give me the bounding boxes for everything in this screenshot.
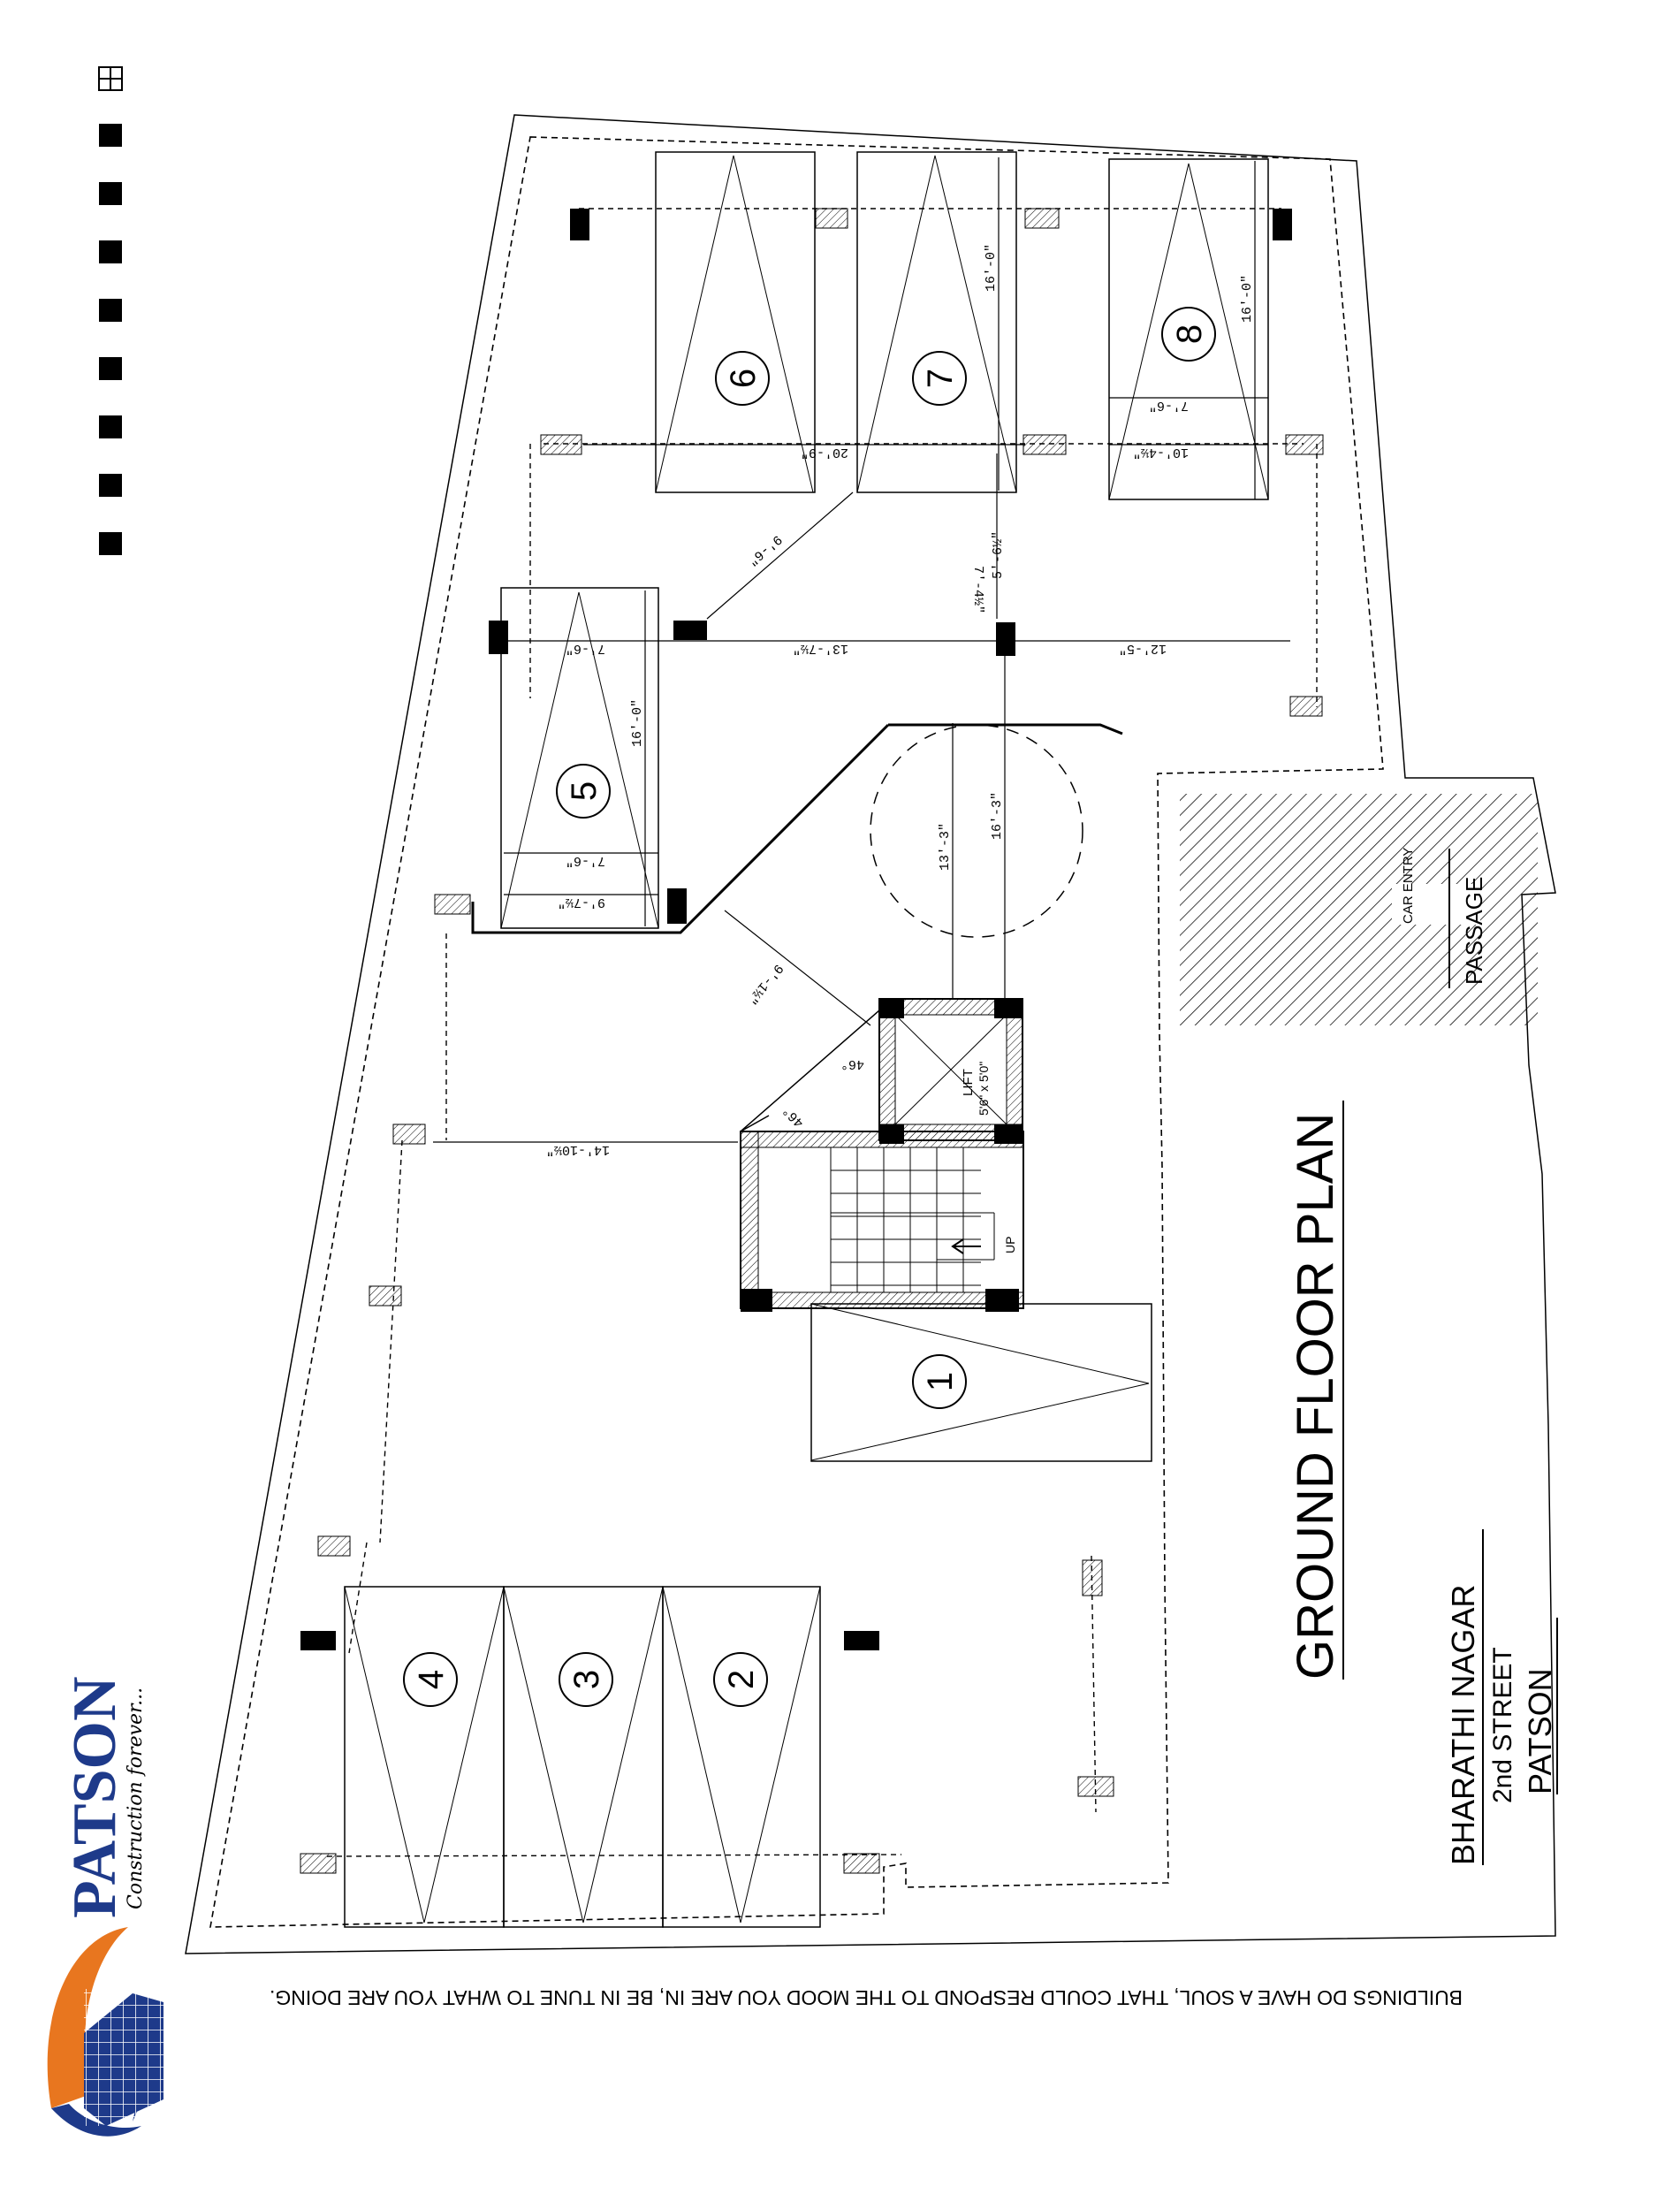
lift-size-label: 5'6" x 5'0" [977,1062,991,1116]
dim-14-10: 14'-10½" [546,1142,610,1157]
parking-slot-7: 7 [856,151,1017,493]
slot-number-8: 8 [1170,324,1209,344]
slot-number-2: 2 [722,1670,761,1689]
dim-9-6: 9'-6" [744,531,784,568]
lift-label: LIFT [961,1069,976,1096]
patson-building-logo-icon [47,1927,163,2137]
driveway-outline [471,723,1123,934]
turning-circle [870,724,1083,938]
dim-20-9: 20'-9" [801,445,848,460]
tagline: BUILDINGS DO HAVE A SOUL, THAT COULD RES… [270,1986,1463,2009]
location-line-2: 2nd STREET [1488,1647,1517,1803]
dim-7-6-slot5-top: 7'-6" [566,641,605,656]
parking-slot-4: 4 [344,1586,505,1928]
parking-slot-6: 6 [655,151,816,493]
dim-16-0-slot5: 16'-0" [630,699,645,747]
angle-46-a: 46° [840,1056,864,1071]
up-label: UP [1003,1237,1017,1253]
brand-name: PATSON [61,1676,129,1918]
patson-logo: PATSON Construction forever... [47,1676,163,2137]
parking-slot-8: 8 [1108,158,1269,500]
lift-stair-block: LIFT 5'6" x 5'0" UP [740,998,1024,1312]
passage-label: PASSAGE [1461,877,1487,985]
brand-slogan: Construction forever... [125,1687,147,1909]
car-entry-label: CAR ENTRY [1401,848,1416,924]
slot-number-3: 3 [567,1670,606,1689]
location-line-1: BHARATHI NAGAR [1445,1585,1481,1865]
parking-slot-2: 2 [662,1586,821,1928]
slot-number-1: 1 [921,1372,960,1391]
dim-13-3: 13'-3" [938,823,953,871]
dim-16-0-slot8: 16'-0" [1240,275,1255,323]
columns [300,208,1324,1874]
parking-slot-3: 3 [503,1586,664,1928]
dim-9-7: 9'-7½" [558,895,605,910]
slot-number-6: 6 [724,369,763,388]
orientation-icon [98,66,123,91]
dim-12-5: 12'-5" [1119,641,1167,656]
dim-10-4-slot8: 10'-4½" [1133,445,1189,460]
dim-13-7: 13'-7½" [793,641,848,656]
grid-lines [326,208,1318,1857]
dim-5-6: 5'-6½" [991,531,1006,579]
parking-slot-5: 5 [500,587,659,929]
slot-number-7: 7 [921,369,960,388]
dim-16-0-slot7: 16'-0" [984,244,999,292]
site-boundary-dashed [209,136,1384,1928]
dim-7-6-slot5: 7'-6" [566,853,605,868]
angle-46-b: 46° [779,1102,807,1130]
dim-7-4: 7'-4½" [970,566,985,613]
margin-markers [99,124,122,555]
location-line-3: PATSON [1522,1668,1558,1794]
dim-7-6-slot8: 7'-6" [1149,398,1189,413]
dim-9-1: 9'-1½" [743,961,786,1007]
location-block: BHARATHI NAGAR 2nd STREET PATSON [1445,1529,1558,1865]
dim-16-3: 16'-3" [990,792,1005,840]
slot-number-5: 5 [565,781,604,801]
slot-number-4: 4 [412,1670,451,1689]
plan-title: GROUND FLOOR PLAN [1287,1113,1344,1680]
dimension-lines [433,157,1290,1143]
parking-slot-1: 1 [810,1303,1152,1462]
passage-area: CAR ENTRY PASSAGE [1180,794,1538,1025]
